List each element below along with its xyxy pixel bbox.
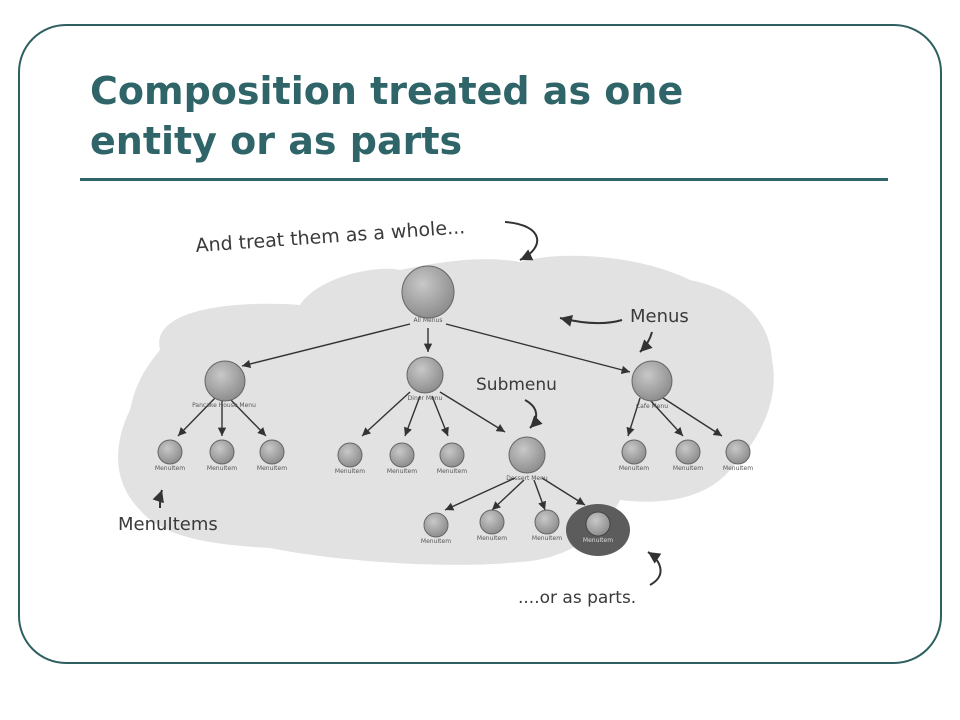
title-underline xyxy=(80,178,888,181)
annotation-menuitems-arrow xyxy=(152,489,164,509)
node-cafe-menu-label: Cafe Menu xyxy=(636,403,668,410)
menuitem-node xyxy=(157,439,183,465)
menuitem-node xyxy=(675,439,701,465)
menuitem-node xyxy=(389,442,415,468)
title-line-2: entity or as parts xyxy=(90,119,463,163)
menuitem-label: MenuItem xyxy=(207,465,237,472)
cloud-background xyxy=(118,255,774,565)
menuitem-node-highlighted xyxy=(585,511,611,537)
annotation-menuitems: MenuItems xyxy=(118,514,218,535)
node-dessert-menu xyxy=(508,436,546,474)
annotation-parts: ....or as parts. xyxy=(518,588,636,608)
menuitem-node xyxy=(259,439,285,465)
menuitem-node xyxy=(439,442,465,468)
menuitem-label: MenuItem xyxy=(155,465,185,472)
annotation-submenu: Submenu xyxy=(476,375,557,395)
node-diner-menu xyxy=(406,356,444,394)
annotation-whole: And treat them as a whole... xyxy=(195,216,466,257)
menuitem-label: MenuItem xyxy=(335,468,365,475)
menuitem-label: MenuItem xyxy=(532,535,562,542)
annotation-menus-arrow-down xyxy=(639,331,653,353)
title-line-1: Composition treated as one xyxy=(90,69,684,113)
menuitem-node xyxy=(725,439,751,465)
annotation-menus: Menus xyxy=(630,306,689,327)
menuitem-node xyxy=(209,439,235,465)
menuitem-label-highlighted: MenuItem xyxy=(583,537,613,544)
node-pancake-house-menu-label: Pancake House Menu xyxy=(192,402,256,409)
slide-frame xyxy=(18,24,942,664)
node-diner-menu-label: Diner Menu xyxy=(408,395,443,402)
menuitem-label: MenuItem xyxy=(619,465,649,472)
annotation-whole-arrow xyxy=(504,221,539,261)
menuitem-label: MenuItem xyxy=(421,538,451,545)
menuitem-node xyxy=(479,509,505,535)
menuitem-node xyxy=(337,442,363,468)
menuitem-label: MenuItem xyxy=(477,535,507,542)
menuitem-label: MenuItem xyxy=(387,468,417,475)
annotation-menus-arrow-left xyxy=(559,314,623,327)
node-dessert-menu-label: Dessert Menu xyxy=(506,475,548,482)
annotation-parts-arrow xyxy=(647,551,662,586)
menuitem-label: MenuItem xyxy=(723,465,753,472)
annotation-submenu-arrow xyxy=(524,399,543,429)
menuitem-label: MenuItem xyxy=(673,465,703,472)
menuitem-label: MenuItem xyxy=(437,468,467,475)
node-cafe-menu xyxy=(631,360,673,402)
menuitem-node xyxy=(534,509,560,535)
menuitem-node xyxy=(621,439,647,465)
menuitem-label: MenuItem xyxy=(257,465,287,472)
menuitem-node xyxy=(423,512,449,538)
node-all-menus xyxy=(401,265,455,319)
slide-title: Composition treated as one entity or as … xyxy=(90,66,890,166)
node-all-menus-label: All Menus xyxy=(414,317,443,324)
tree-edges xyxy=(177,323,723,511)
node-pancake-house-menu xyxy=(204,360,246,402)
